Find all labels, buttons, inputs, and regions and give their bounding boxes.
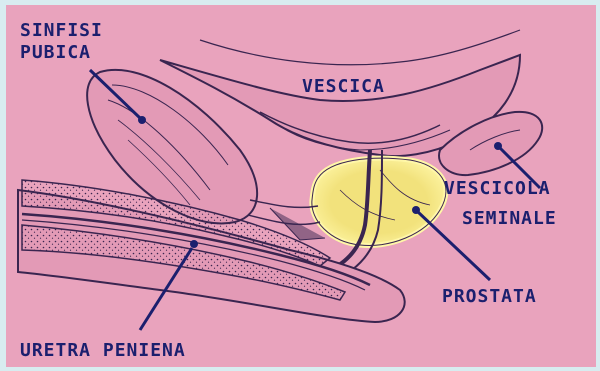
label-vesicle-line2: SEMINALE bbox=[462, 208, 557, 229]
label-urethra: URETRA PENIENA bbox=[20, 340, 186, 361]
label-bladder: VESCICA bbox=[302, 76, 385, 97]
label-symphysis-line2: PUBICA bbox=[20, 42, 91, 63]
label-vesicle-line1: VESCICOLA bbox=[444, 178, 551, 199]
label-symphysis-line1: SINFISI bbox=[20, 20, 103, 41]
label-prostate: PROSTATA bbox=[442, 286, 537, 307]
prostate-shape bbox=[312, 158, 446, 245]
